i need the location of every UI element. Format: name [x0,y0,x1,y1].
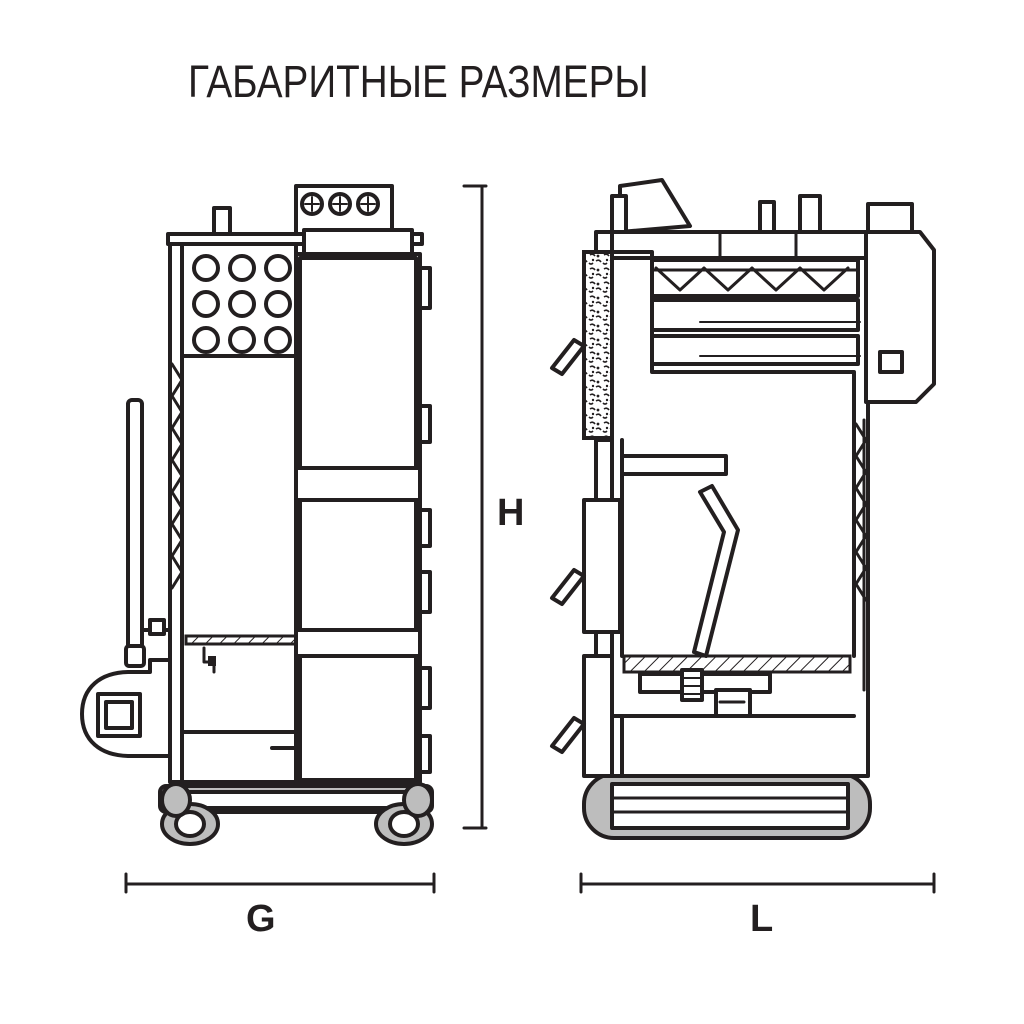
zigzag-chamber [650,258,860,298]
dimension-line-h [462,184,488,830]
ash-tray [638,672,772,694]
boiler-side-view [80,184,434,846]
control-panel-base [302,228,414,256]
panel-knobs [300,192,380,216]
base-frame-inner [178,790,414,810]
lower-door-section [582,654,614,778]
flue-collector [864,230,936,404]
flue-hood [618,178,692,234]
baffle-plate [620,454,728,476]
lower-door [298,654,418,782]
grate [184,634,298,646]
top-channel [610,230,868,260]
section-grate [622,654,852,674]
handle-upper [550,338,586,376]
handle-lower [550,716,586,754]
dimension-label-h: H [497,492,525,534]
pass-channel-1 [650,298,860,332]
body-left-section [168,232,298,784]
dimension-line-g [124,872,436,894]
tube-grid [180,254,298,358]
foot-right-inner [388,810,420,838]
foot-left-inner [174,810,206,838]
page-title: ГАБАРИТНЫЕ РАЗМЕРЫ [188,56,649,107]
insulation-block [582,250,614,440]
poker-rod [126,398,144,652]
middle-door [298,498,418,632]
upper-door [298,256,418,470]
middle-door-section [582,498,622,634]
top-pipe [212,206,232,236]
rail-end-left [160,782,192,818]
section-base-inner [610,782,850,830]
door-hinges [418,266,432,774]
dimension-label-l: L [750,898,774,940]
pass-channel-2 [650,334,860,366]
dimension-line-l [579,872,936,894]
dimension-label-g: G [246,898,276,940]
boiler-section-view [550,178,936,840]
handle-middle [550,568,586,606]
top-pipe-2 [798,194,822,234]
top-pipe-1 [758,200,776,234]
rail-end-right [402,782,434,818]
flue-outlet-top [866,202,914,236]
